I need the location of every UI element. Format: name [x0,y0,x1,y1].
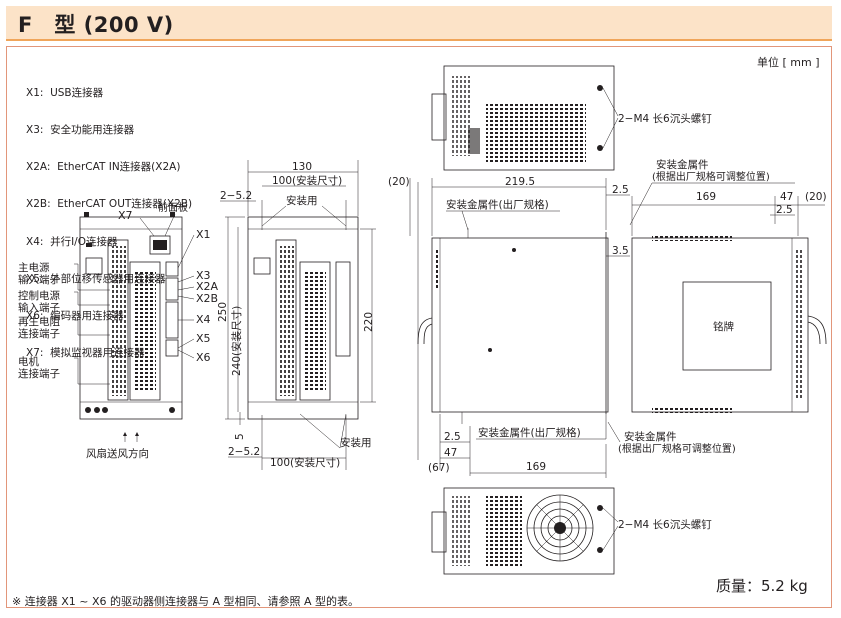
drawing-frame [6,46,832,608]
connector-x3: X3 [196,269,211,282]
right-bracket-adjust-bottom: 安装金属件 [624,430,677,443]
mass-label: 质量：5.2 kg [716,577,808,595]
dim-240: 240(安装尺寸) [230,306,243,376]
right-dim-25: 2.5 [776,204,793,216]
bottom-view: 2−M4 长6沉头螺钉 [431,487,712,575]
right-dim-47: 47 [780,191,793,203]
main-power-label-2: 输入端子 [18,273,60,286]
front-view: X7 前面板 X1 X3 X2A X2B X4 X5 X6 主电源 输入端子 控… [18,201,219,460]
legend-line: X2B: EtherCAT OUT连接器(X2B) [26,198,193,211]
top-screw-label: 2−M4 长6沉头螺钉 [618,112,712,125]
side-dim-25-bottom: 2.5 [444,431,461,443]
mount-use-bottom: 安装用 [340,436,372,449]
bottom-screw-label: 2−M4 长6沉头螺钉 [618,518,712,531]
legend-line: X3: 安全功能用连接器 [26,124,135,137]
dim-100-bottom: 100(安装尺寸) [270,456,340,469]
connector-x2b: X2B [196,292,218,305]
regen-resistor-label-2: 连接端子 [18,327,60,340]
connector-x2a: X2A [196,280,219,293]
terminal-labels: 主电源 输入端子 控制电源 输入端子 再生电阻 连接端子 电机 连接端子 [18,261,60,380]
legend-line: X4: 并行I/O连接器 [26,235,118,248]
right-bracket-adjust-bottom-2: (根据出厂规格可调整位置) [618,442,736,455]
side-dim-25-top: 2.5 [612,184,629,196]
connector-x6: X6 [196,351,211,364]
unit-label: 单位 [ mm ] [757,56,820,69]
top-view: 2−M4 长6沉头螺钉 [431,65,712,171]
control-power-label-2: 输入端子 [18,301,60,314]
side-bracket-factory-top: 安装金属件(出厂规格) [446,198,549,211]
control-power-label: 控制电源 [18,289,60,302]
right-bracket-adjust-top: 安装金属件 [656,158,709,171]
side-dim-2195: 219.5 [505,176,535,188]
connector-x5: X5 [196,332,211,345]
mount-use-top: 安装用 [286,194,318,207]
connector-labels: X1 X3 X2A X2B X4 X5 X6 [177,228,219,364]
regen-resistor-label: 再生电阻 [18,315,60,328]
side-dim-35: 3.5 [612,245,629,257]
motor-terminal-label-2: 连接端子 [18,367,60,380]
legend-line: X6: 编码器用连接器 [26,310,124,323]
side-dim-47: 47 [444,447,457,459]
connector-x1: X1 [196,228,211,241]
x7-label: X7 [118,209,133,222]
motor-terminal-label: 电机 [18,355,39,368]
title-bar: F 型 (200 V) [6,6,832,41]
right-dim-169: 169 [696,191,716,203]
side-view: 219.5 (20) 2.5 安装金属件(出厂规格) 3.5 2.5 安装金属件… [388,176,630,478]
right-bracket-adjust-top-2: (根据出厂规格可调整位置) [652,170,770,183]
dim-2-52-top: 2−5.2 [220,190,252,202]
dim-2-52-bottom: 2−5.2 [228,446,260,458]
side-dim-67: (67) [428,462,450,474]
side-dim-20-left: (20) [388,176,410,188]
side-bracket-factory-bottom: 安装金属件(出厂规格) [478,426,581,439]
page-title: F 型 (200 V) [18,13,174,37]
dim-250: 250 [217,302,229,322]
dim-5: 5 [234,433,246,440]
dim-220: 220 [363,312,375,332]
legend-line: X2A: EtherCAT IN连接器(X2A) [26,161,181,174]
right-dim-20: (20) [805,191,827,203]
front-panel-label: 前面板 [158,201,188,214]
main-power-label: 主电源 [18,261,50,274]
side-dim-169: 169 [526,461,546,473]
footnote: ※ 连接器 X1 ~ X6 的驱动器侧连接器与 A 型相同、请参照 A 型的表。 [12,595,360,608]
legend-line: X1: USB连接器 [26,86,104,99]
right-view: 铭牌 169 47 (20) 2.5 安装金属件 (根据出厂规格可调整位置) 安… [607,158,827,455]
dim-100-top: 100(安装尺寸) [272,174,342,187]
connector-x4: X4 [196,313,211,326]
mounting-view: 130 100(安装尺寸) 2−5.2 安装用 100(安装尺寸) 2−5.2 … [217,160,376,470]
fan-direction-label: 风扇送风方向 [86,447,149,460]
dim-130: 130 [292,161,312,173]
nameplate-label: 铭牌 [713,320,734,333]
